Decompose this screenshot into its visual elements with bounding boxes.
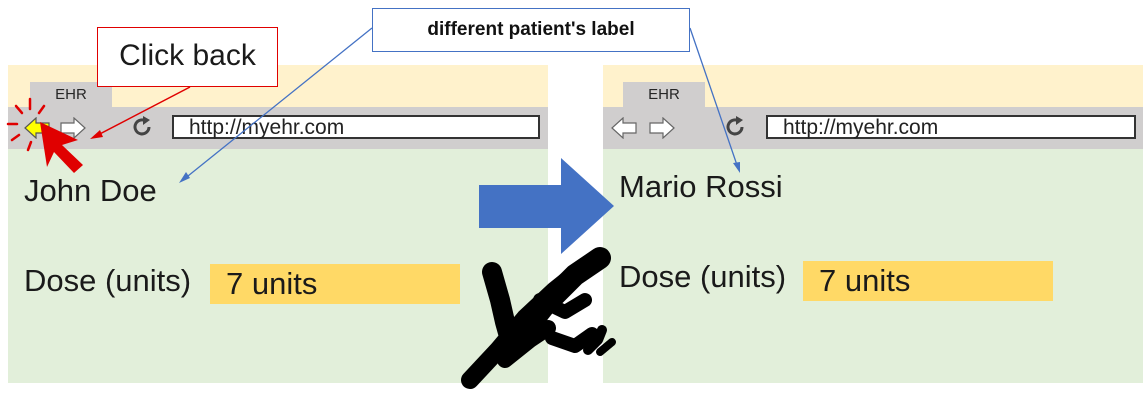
reload-icon[interactable]	[130, 115, 154, 139]
right-toolbar: http://myehr.com	[603, 107, 1143, 149]
left-url-input[interactable]: http://myehr.com	[172, 115, 540, 139]
back-arrow-icon[interactable]	[611, 117, 637, 139]
forward-arrow-icon[interactable]	[649, 117, 675, 139]
back-arrow-icon[interactable]	[24, 117, 50, 139]
left-dose-value[interactable]: 7 units	[210, 264, 460, 304]
right-dose-value[interactable]: 7 units	[803, 261, 1053, 301]
click-back-callout: Click back	[97, 27, 278, 87]
left-dose-label: Dose (units)	[24, 263, 192, 298]
right-tab-bar: EHR	[603, 65, 1143, 107]
reload-icon[interactable]	[723, 115, 747, 139]
left-patient-name: John Doe	[24, 173, 157, 208]
right-url-input[interactable]: http://myehr.com	[766, 115, 1136, 139]
right-patient-name: Mario Rossi	[619, 169, 783, 204]
right-browser-window: EHR http://myehr.com Mario Rossi Dose (u…	[603, 65, 1143, 383]
forward-arrow-icon[interactable]	[60, 117, 86, 139]
left-tab-bar: EHR	[8, 65, 548, 107]
left-browser-window: EHR http://myehr.com John Doe Dose (unit…	[8, 65, 548, 383]
right-tab-ehr[interactable]: EHR	[623, 82, 705, 107]
left-content-area: John Doe Dose (units) 7 units	[8, 149, 548, 383]
right-content-area: Mario Rossi Dose (units) 7 units	[603, 149, 1143, 383]
left-toolbar: http://myehr.com	[8, 107, 548, 149]
different-label-callout: different patient's label	[372, 8, 690, 52]
right-dose-label: Dose (units)	[619, 259, 787, 294]
